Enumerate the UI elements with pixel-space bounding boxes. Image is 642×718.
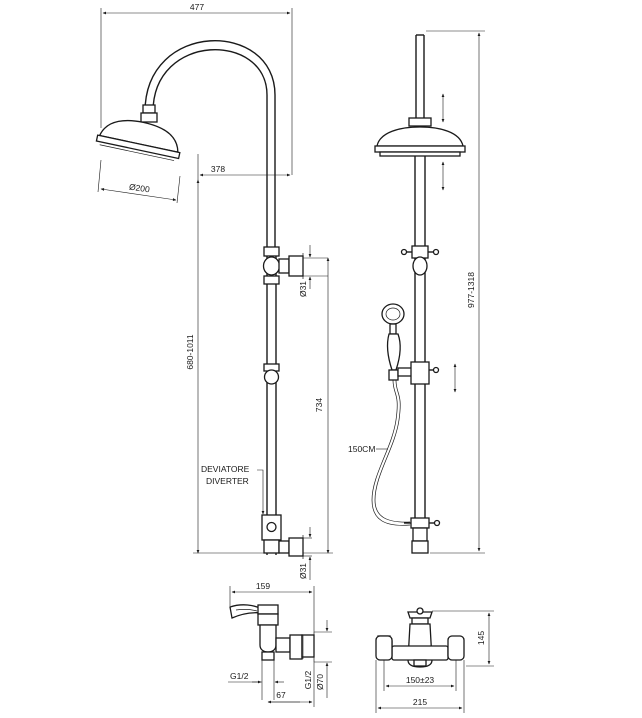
left-column-view — [95, 40, 304, 559]
dim-31-top-label: Ø31 — [298, 281, 308, 297]
dim-70-label: Ø70 — [315, 674, 325, 690]
dim-200-label: Ø200 — [128, 182, 150, 195]
dim-159-label: 159 — [256, 581, 270, 591]
hand-shower — [381, 303, 405, 381]
diverter-label-en: DIVERTER — [206, 476, 249, 486]
dim-g12-left-label: G1/2 — [230, 671, 249, 681]
dim-477-label: 477 — [190, 2, 204, 12]
right-column-view: 150CM — [348, 34, 466, 554]
gooseneck-arm — [144, 40, 276, 250]
right-dimensions: 977-1318 — [426, 30, 485, 554]
mixer-front-dimensions: 145 150±23 215 — [375, 610, 494, 713]
left-dimensions: 477 378 Ø200 680-1011 Ø31 734 Ø31 DEVIAT… — [97, 2, 333, 580]
shower-head-tilted — [95, 119, 181, 161]
shower-head-front — [374, 117, 466, 157]
dim-680-1011-label: 680-1011 — [185, 334, 195, 370]
hose-length-label: 150CM — [348, 444, 375, 454]
mixer-side-dimensions: 159 G1/2 67 G1/2 Ø70 — [228, 581, 332, 707]
diverter-valve — [261, 514, 282, 541]
dim-67-label: 67 — [276, 690, 286, 700]
dim-734-label: 734 — [314, 398, 324, 412]
diverter-label-it: DEVIATORE — [201, 464, 250, 474]
dim-150-23-label: 150±23 — [406, 675, 435, 685]
dim-977-1318-label: 977-1318 — [466, 272, 476, 308]
shower-hose — [371, 379, 411, 526]
dim-145-label: 145 — [476, 631, 486, 645]
dim-215-label: 215 — [413, 697, 427, 707]
dim-31-bottom-label: Ø31 — [298, 563, 308, 579]
mixer-front-view — [375, 607, 465, 668]
dim-378-label: 378 — [211, 164, 225, 174]
dim-g12-mid-label: G1/2 — [303, 671, 313, 690]
mixer-side-view — [229, 604, 315, 662]
